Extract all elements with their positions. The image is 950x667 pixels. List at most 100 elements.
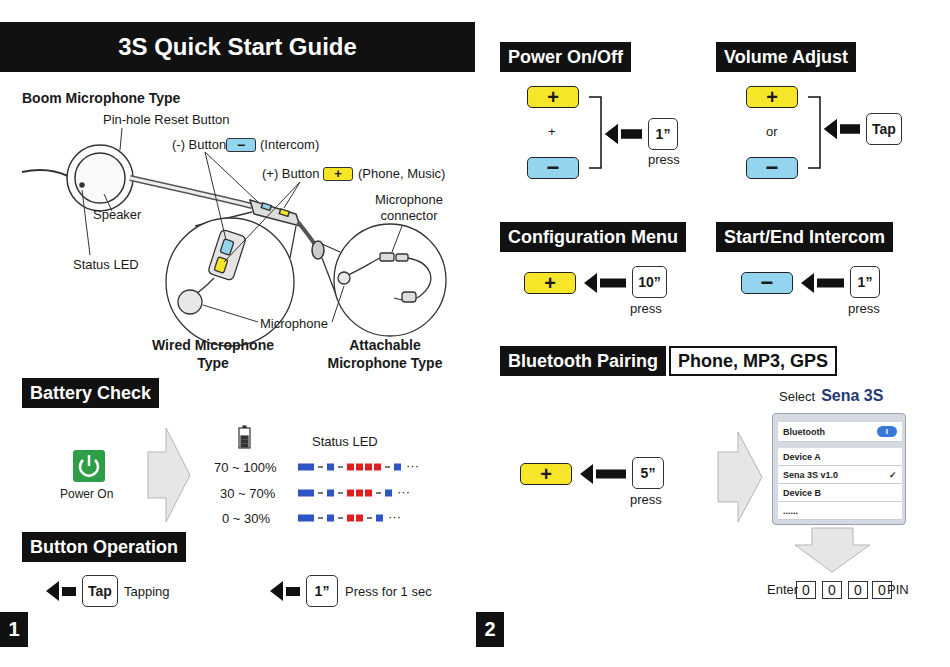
label: +: [548, 124, 556, 139]
headset: [261, 203, 271, 211]
plus-button: +: [520, 463, 572, 485]
led-patterns: [385, 490, 392, 497]
press-box: Tap: [866, 113, 902, 145]
section-header: Power On/Off: [500, 42, 631, 72]
wired-zoom: [290, 226, 296, 258]
plus-button: +: [527, 86, 579, 108]
pin-digit: 0: [796, 581, 816, 599]
led-patterns: [338, 492, 343, 494]
label: (Intercom): [260, 137, 319, 152]
box-text: Button Operation: [30, 537, 178, 558]
battery-icon: [241, 440, 248, 443]
box-text: 1”: [858, 274, 873, 290]
label: press: [630, 301, 662, 316]
press-arrows: [46, 581, 59, 601]
led-patterns: [347, 515, 354, 522]
box-text: Volume Adjust: [724, 47, 848, 68]
arrow-shaft: [596, 470, 626, 479]
label: 30 ~ 70%: [220, 486, 275, 501]
headset: [279, 209, 289, 217]
headset: [130, 178, 252, 206]
headset: [298, 222, 316, 246]
arrow-shaft: [840, 125, 860, 134]
box-text: 10”: [638, 274, 661, 290]
box-text: Tap: [88, 583, 112, 599]
label: 70 ~ 100%: [214, 460, 277, 475]
attachable-zoom: [402, 292, 416, 302]
label: Status LED: [312, 434, 378, 449]
arrow-shaft: [600, 279, 626, 288]
box-text: Configuration Menu: [508, 227, 678, 248]
list-row: Device A: [778, 448, 902, 466]
label: Boom Microphone Type: [22, 90, 180, 106]
label: 0 ~ 30%: [222, 511, 270, 526]
label: Wired Microphone Type: [140, 337, 286, 372]
label: press: [630, 492, 662, 507]
led-patterns: [298, 464, 401, 522]
box-text: +: [547, 86, 559, 109]
led-patterns: [367, 517, 372, 519]
label: Microphone connector: [366, 192, 452, 225]
box-text: +: [544, 272, 556, 295]
led-patterns: [356, 464, 363, 471]
arrow-head: [824, 119, 837, 139]
box-text: Battery Check: [30, 383, 151, 404]
led-patterns: [318, 517, 323, 519]
led-patterns: [298, 515, 314, 522]
box-text: 1”: [315, 583, 330, 599]
box-text: ......: [783, 506, 798, 516]
battery-icon: [239, 428, 250, 448]
bracket-line: [589, 134, 601, 168]
box-text: Tap: [872, 121, 896, 137]
box-text: −: [761, 270, 774, 296]
box-text: 0: [828, 582, 836, 598]
led-patterns: [298, 464, 314, 471]
leader-lines: [224, 182, 300, 262]
box-text: +: [334, 168, 342, 180]
label: Speaker: [93, 207, 141, 222]
press-arrow: [589, 124, 642, 168]
led-patterns: [298, 490, 314, 497]
section-header: Bluetooth Pairing: [500, 346, 666, 376]
press-box: 1”: [648, 118, 678, 150]
pin-digit: 0: [822, 581, 842, 599]
arrow-head: [801, 273, 814, 293]
leader-lines: [205, 152, 226, 240]
attachable-zoom: [322, 224, 446, 336]
category-box: Phone, MP3, GPS: [669, 346, 837, 376]
battery-icon: [241, 436, 248, 439]
flow-chevrons: [148, 428, 870, 572]
press-arrow: [801, 273, 844, 293]
flow-chevrons: [795, 528, 870, 572]
leader-lines: [120, 128, 122, 150]
box-text: Bluetooth: [783, 427, 825, 437]
led-patterns: [376, 515, 383, 522]
battery-icon: [239, 426, 250, 448]
phone-screen: SelectSena 3SBluetoothIDevice ASena 3S v…: [772, 413, 906, 525]
screen-heading: SelectSena 3S: [779, 387, 883, 405]
led-patterns: [338, 517, 343, 519]
attachable-zoom: [338, 272, 350, 284]
box-text: 5”: [641, 465, 656, 481]
battery-icon: [241, 444, 248, 447]
plus-button: +: [524, 272, 576, 294]
attachable-zoom: [346, 258, 380, 276]
led-patterns: [347, 490, 354, 497]
attachable-zoom: [334, 224, 446, 336]
press-arrow: [589, 97, 642, 144]
box-text: Phone, MP3, GPS: [678, 351, 828, 372]
leader-lines: [82, 190, 90, 255]
minus-button: −: [746, 157, 798, 179]
flow-chevrons: [718, 432, 762, 522]
led-patterns: [327, 490, 334, 497]
section-header: Configuration Menu: [500, 222, 686, 252]
label: ···: [397, 484, 410, 499]
label: press: [848, 301, 880, 316]
box-text: 0: [878, 582, 886, 598]
led-patterns: [356, 515, 363, 522]
led-patterns: [327, 515, 334, 522]
box-text: 2: [484, 618, 495, 641]
press-box: Tap: [82, 575, 118, 607]
label: PIN: [887, 582, 909, 597]
